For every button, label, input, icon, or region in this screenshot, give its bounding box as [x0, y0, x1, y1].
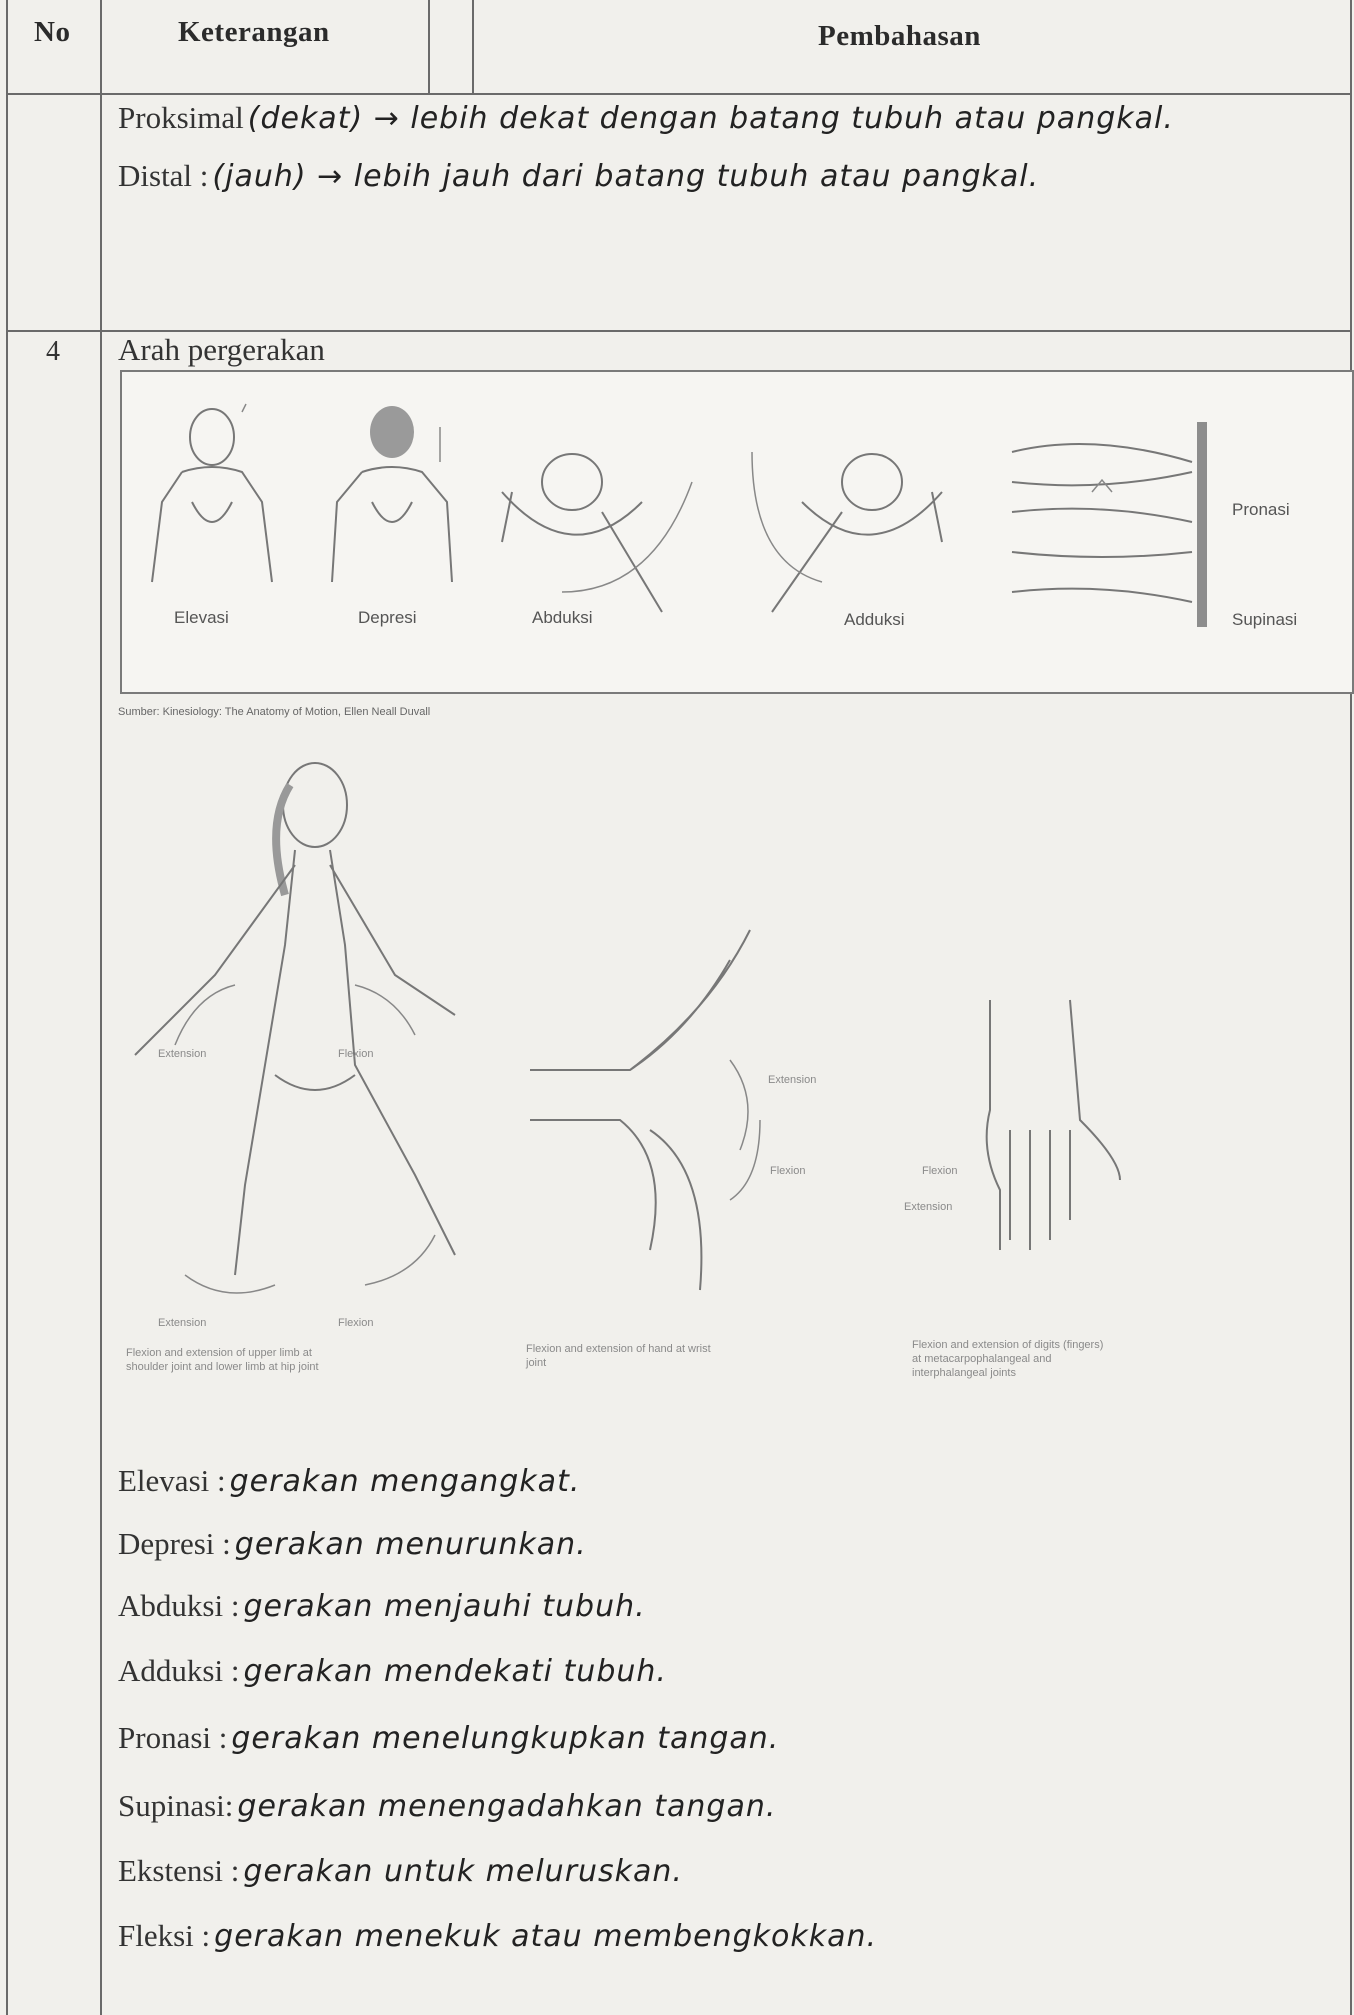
definition-fleksi: Fleksi : gerakan menekuk atau membengkok…	[118, 1918, 877, 1954]
label-supinasi: Supinasi	[1232, 610, 1297, 630]
distal-label: Distal :	[118, 158, 208, 193]
definition-text: gerakan mengangkat.	[230, 1464, 581, 1499]
definition-text: gerakan menekuk atau membengkokkan.	[214, 1919, 877, 1954]
definition-term: Ekstensi :	[118, 1853, 239, 1888]
depresi-illustration	[322, 392, 472, 592]
label-extension-wrist: Extension	[768, 1073, 816, 1087]
definition-text: gerakan menjauhi tubuh.	[243, 1589, 645, 1624]
label-flexion-arm: Flexion	[338, 1047, 373, 1061]
header-keterangan: Keterangan	[178, 16, 330, 49]
label-extension-leg: Extension	[158, 1316, 206, 1330]
distal-text: (jauh) → lebih jauh dari batang tubuh at…	[212, 159, 1039, 194]
definition-term: Abduksi :	[118, 1588, 239, 1623]
label-extension-arm: Extension	[158, 1047, 206, 1061]
definition-depresi: Depresi : gerakan menurunkan.	[118, 1526, 587, 1562]
elevasi-illustration	[142, 392, 292, 592]
definition-elevasi: Elevasi : gerakan mengangkat.	[118, 1463, 580, 1499]
caption-finger-flexion: Flexion and extension of digits (fingers…	[912, 1338, 1112, 1380]
table-border-left	[6, 0, 8, 2015]
label-elevasi: Elevasi	[174, 608, 229, 628]
table-border-right	[1350, 0, 1352, 2015]
distal-line: Distal : (jauh) → lebih jauh dari batang…	[118, 158, 1039, 194]
definition-term: Elevasi :	[118, 1463, 226, 1498]
definition-abduksi: Abduksi : gerakan menjauhi tubuh.	[118, 1588, 646, 1624]
definition-pronasi: Pronasi : gerakan menelungkupkan tangan.	[118, 1720, 779, 1756]
label-depresi: Depresi	[358, 608, 417, 628]
definition-ekstensi: Ekstensi : gerakan untuk meluruskan.	[118, 1853, 683, 1889]
definition-term: Supinasi:	[118, 1788, 233, 1823]
pronasi-supinasi-illustration	[1002, 422, 1222, 632]
wrist-flexion-illustration	[530, 920, 810, 1300]
caption-body-flexion: Flexion and extension of upper limb at s…	[126, 1346, 326, 1374]
definition-text: gerakan menengadahkan tangan.	[237, 1789, 776, 1824]
row-title: Arah pergerakan	[118, 332, 325, 368]
column-divider-no	[100, 0, 102, 2015]
definition-term: Pronasi :	[118, 1720, 227, 1755]
caption-wrist-flexion: Flexion and extension of hand at wrist j…	[526, 1342, 716, 1370]
body-flexion-illustration	[115, 745, 515, 1325]
label-extension-fingers: Extension	[904, 1200, 952, 1214]
definition-adduksi: Adduksi : gerakan mendekati tubuh.	[118, 1653, 667, 1689]
column-divider-keterangan	[428, 0, 430, 95]
label-flexion-wrist: Flexion	[770, 1164, 805, 1178]
definition-text: gerakan menurunkan.	[235, 1527, 587, 1562]
definition-text: gerakan mendekati tubuh.	[243, 1654, 667, 1689]
figure-source: Sumber: Kinesiology: The Anatomy of Moti…	[118, 706, 430, 718]
header-pembahasan: Pembahasan	[818, 20, 981, 53]
definition-term: Adduksi :	[118, 1653, 239, 1688]
definition-text: gerakan menelungkupkan tangan.	[231, 1721, 779, 1756]
finger-flexion-illustration	[970, 990, 1150, 1310]
label-adduksi: Adduksi	[844, 610, 904, 630]
label-flexion-leg: Flexion	[338, 1316, 373, 1330]
proksimal-label: Proksimal	[118, 100, 244, 135]
header-bottom-border	[6, 93, 1352, 95]
column-divider-keterangan-2	[472, 0, 474, 95]
header-no: No	[34, 16, 70, 49]
proksimal-text: (dekat) → lebih dekat dengan batang tubu…	[248, 101, 1174, 136]
movement-figure-box: Elevasi Depresi Abduksi Adduksi Pronasi …	[120, 370, 1354, 694]
label-flexion-fingers: Flexion	[922, 1164, 957, 1178]
definition-term: Depresi :	[118, 1526, 231, 1561]
label-pronasi: Pronasi	[1232, 500, 1290, 520]
proksimal-line: Proksimal (dekat) → lebih dekat dengan b…	[118, 100, 1174, 136]
row-number: 4	[46, 336, 60, 368]
definition-text: gerakan untuk meluruskan.	[243, 1854, 683, 1889]
definition-supinasi: Supinasi: gerakan menengadahkan tangan.	[118, 1788, 776, 1824]
definition-term: Fleksi :	[118, 1918, 210, 1953]
label-abduksi: Abduksi	[532, 608, 592, 628]
